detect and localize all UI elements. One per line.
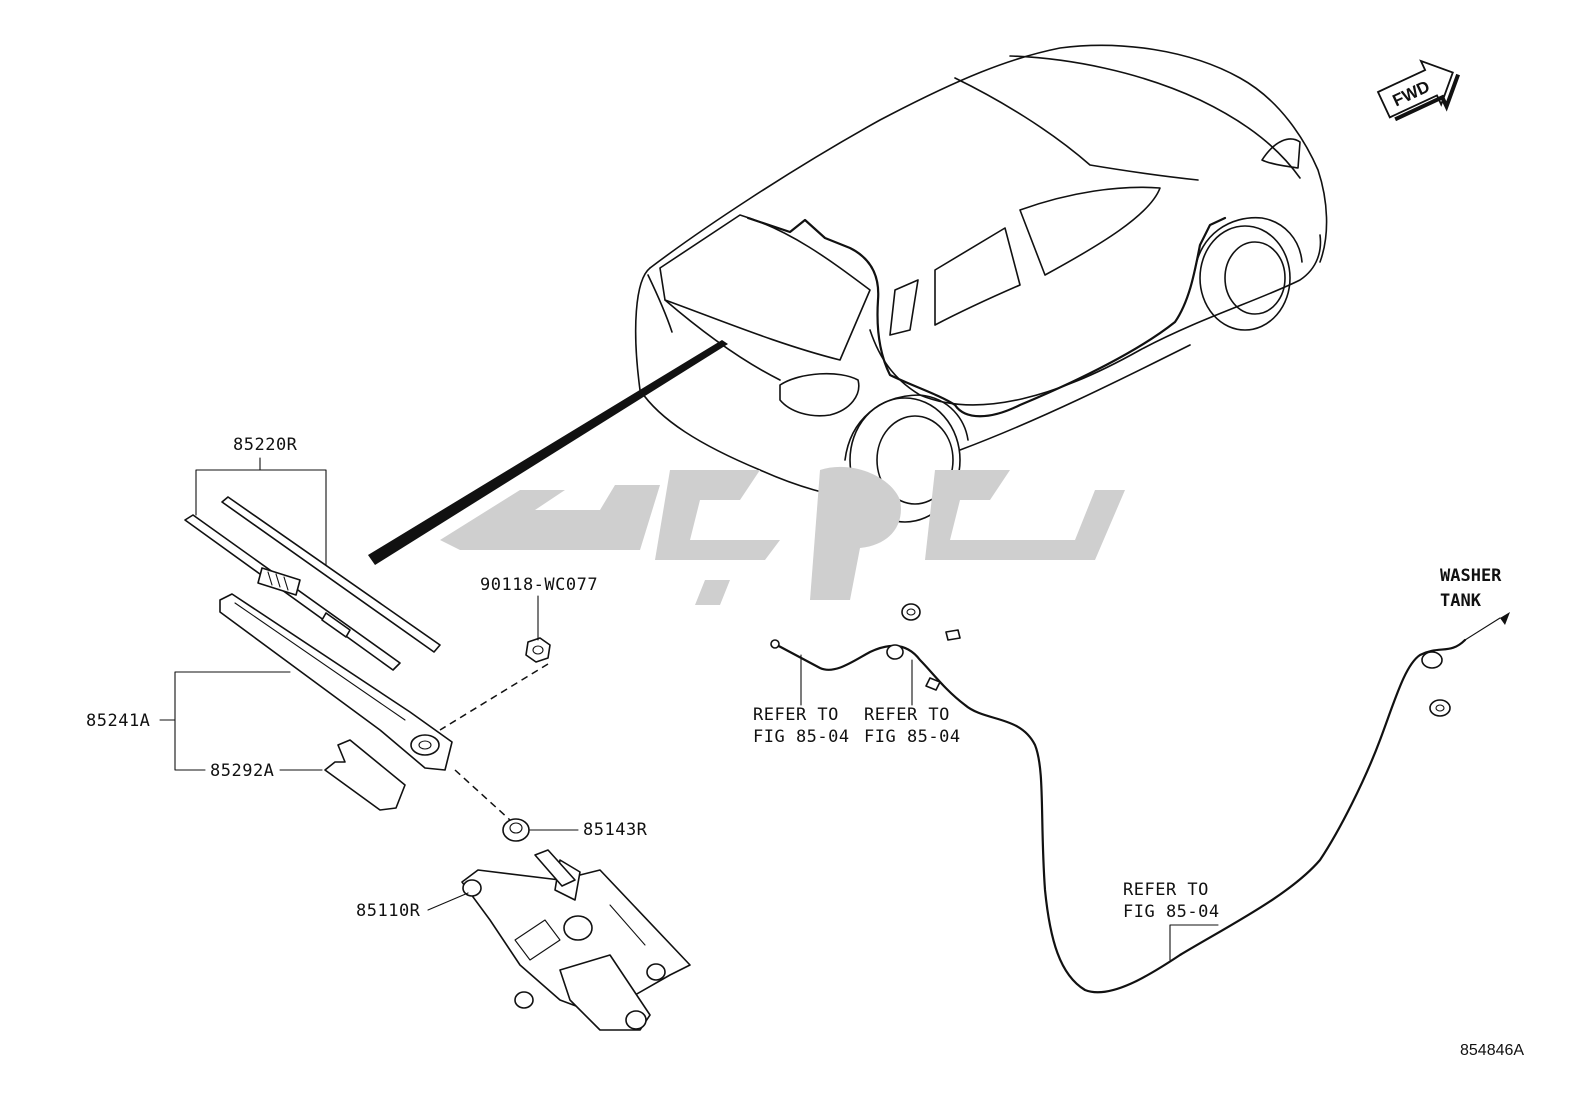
part-label-wiper-blade: 85220R (233, 435, 298, 455)
label-nut-group: 90118-WC077 (480, 575, 598, 641)
label-85143r-group: 85143R (529, 820, 648, 840)
washer-tank-label: WASHER TANK (1440, 566, 1502, 611)
refer-note-3-line2: FIG 85-04 (1123, 902, 1220, 922)
label-85220r-group: 85220R (195, 435, 327, 566)
pivot-cap (502, 818, 530, 842)
wiper-arm (219, 593, 453, 771)
label-85292a-group: 85292A (210, 761, 323, 781)
refer-note-1: REFER TO FIG 85-04 (753, 705, 850, 747)
label-85241a-group: 85241A (86, 671, 291, 771)
car-illustration (368, 44, 1328, 565)
part-label-arm-cover: 85292A (210, 761, 274, 781)
part-label-nut: 90118-WC077 (480, 575, 598, 595)
refer-note-1-line2: FIG 85-04 (753, 727, 850, 747)
refer-note-3-line1: REFER TO (1123, 880, 1209, 900)
washer-tank-line1: WASHER (1440, 566, 1502, 586)
part-label-pivot-cap: 85143R (583, 820, 648, 840)
wiper-blade (184, 496, 441, 671)
label-85110r-group: 85110R (356, 892, 469, 921)
part-label-wiper-motor: 85110R (356, 901, 421, 921)
arm-cover (324, 739, 406, 811)
watermark-logo (440, 466, 1125, 605)
diagram-id: 854846A (1460, 1042, 1524, 1059)
refer-note-1-line1: REFER TO (753, 705, 839, 725)
refer-note-2-line2: FIG 85-04 (864, 727, 961, 747)
fwd-arrow-icon: FWD (1376, 59, 1460, 122)
wiper-motor (461, 849, 691, 1031)
washer-hose (770, 603, 1510, 994)
part-label-wiper-arm: 85241A (86, 711, 150, 731)
refer-note-2: REFER TO FIG 85-04 (864, 705, 961, 747)
nut-part (525, 637, 551, 663)
washer-tank-line2: TANK (1440, 591, 1482, 611)
refer-note-2-line1: REFER TO (864, 705, 950, 725)
refer-note-3: REFER TO FIG 85-04 (1123, 880, 1220, 922)
